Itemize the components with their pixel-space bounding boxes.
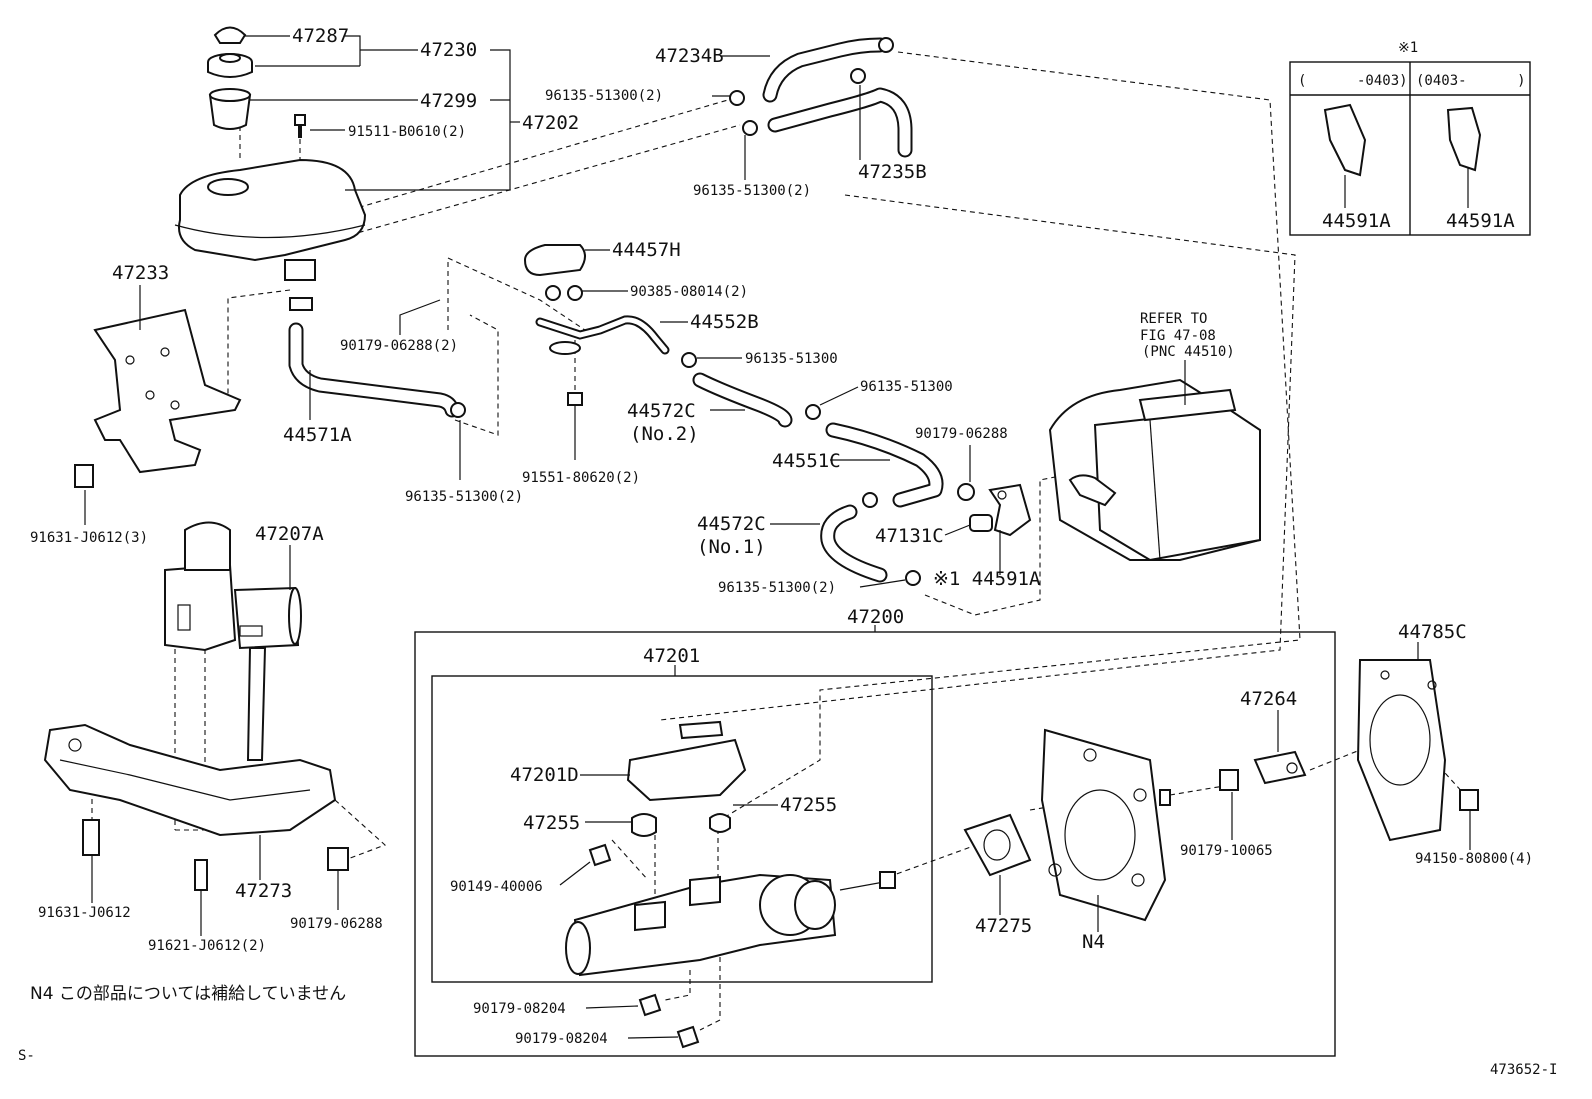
label-47201d: 47201D — [510, 764, 579, 786]
inset-part-right: 44591A — [1446, 210, 1515, 232]
hoses — [288, 37, 944, 583]
label-47234b: 47234B — [655, 45, 724, 67]
label-91551: 91551-80620(2) — [522, 470, 640, 486]
label-47201: 47201 — [643, 645, 700, 667]
label-44571a: 44571A — [283, 424, 352, 446]
reservoir-assembly — [174, 26, 367, 311]
label-96135-top: 96135-51300(2) — [545, 88, 663, 104]
gasket-44785c — [1356, 659, 1447, 842]
refer-note: REFER TO FIG 47-08 (PNC 44510) — [1140, 311, 1235, 360]
label-96135-low: 96135-51300(2) — [718, 580, 836, 596]
label-91631: 91631-J0612 — [38, 905, 131, 921]
label-47287: 47287 — [292, 25, 349, 47]
bracket-47233 — [74, 308, 242, 488]
supply-note: N4 この部品については補給していません — [30, 984, 346, 1004]
actuator-47207a — [164, 521, 302, 761]
variant-inset-table — [1289, 61, 1531, 236]
label-96135-mid: 96135-51300(2) — [405, 489, 523, 505]
label-44572c-no2: 44572C — [627, 400, 696, 422]
label-44552b: 44552B — [690, 311, 759, 333]
label-96135-a: 96135-51300 — [745, 351, 838, 367]
label-91631-3: 91631-J0612(3) — [30, 530, 148, 546]
label-94150: 94150-80800(4) — [1415, 851, 1533, 867]
leader-lines — [84, 35, 1471, 1039]
label-47275: 47275 — [975, 915, 1032, 937]
label-96135-top2: 96135-51300(2) — [693, 183, 811, 199]
gasket-47275 — [963, 813, 1032, 877]
label-47235b: 47235B — [858, 161, 927, 183]
corner-code-left: S- — [18, 1048, 35, 1064]
label-90385: 90385-08014(2) — [630, 284, 748, 300]
inset-col-left: ( -0403) — [1298, 73, 1408, 89]
refer-note-line1: REFER TO — [1140, 311, 1207, 327]
master-cylinder — [565, 720, 896, 1049]
label-91621: 91621-J0612(2) — [148, 938, 266, 954]
label-n4: N4 — [1082, 931, 1105, 953]
label-47233: 47233 — [112, 262, 169, 284]
small-parts — [1219, 750, 1479, 811]
label-47202: 47202 — [522, 112, 579, 134]
label-90179-06288-c: 90179-06288 — [290, 916, 383, 932]
label-47264: 47264 — [1240, 688, 1297, 710]
pipe-44552b — [523, 244, 670, 406]
label-47131c: 47131C — [875, 525, 944, 547]
label-90179-08204-a: 90179-08204 — [473, 1001, 566, 1017]
label-47255-b: 47255 — [780, 794, 837, 816]
bracket-44591a — [988, 483, 1032, 537]
label-90179-06288-b: 90179-06288 — [915, 426, 1008, 442]
label-91511: 91511-B0610(2) — [348, 124, 466, 140]
label-47230: 47230 — [420, 39, 477, 61]
label-96135-b: 96135-51300 — [860, 379, 953, 395]
refer-note-line2: FIG 47-08 — [1140, 328, 1216, 344]
label-90179-08204-b: 90179-08204 — [515, 1031, 608, 1047]
label-47299: 47299 — [420, 90, 477, 112]
inset-part-left: 44591A — [1322, 210, 1391, 232]
refer-note-line3: (PNC 44510) — [1142, 344, 1235, 360]
label-44572c-no1-sub: (No.1) — [697, 536, 766, 558]
plate-n4 — [1040, 728, 1171, 922]
label-44785c: 44785C — [1398, 621, 1467, 643]
label-44572c-no1: 44572C — [697, 513, 766, 535]
part-number-labels: 47287 47230 47299 47202 91511-B0610(2) 4… — [30, 25, 1533, 1047]
clamps — [450, 37, 993, 586]
label-47200: 47200 — [847, 606, 904, 628]
label-47207a: 47207A — [255, 523, 324, 545]
label-44551c: 44551C — [772, 450, 841, 472]
inset-texts: ※1 ( -0403) (0403- ) 44591A 44591A — [1298, 40, 1526, 232]
label-90179-06288-a: 90179-06288(2) — [340, 338, 458, 354]
abs-actuator — [1048, 378, 1261, 562]
inset-col-right: (0403- ) — [1416, 73, 1526, 89]
label-90149: 90149-40006 — [450, 879, 543, 895]
figure-code: 473652-I — [1490, 1062, 1557, 1078]
label-47255-a: 47255 — [523, 812, 580, 834]
label-44591a: ※1 44591A — [933, 568, 1041, 590]
bracket-47273 — [43, 723, 349, 891]
inset-marker: ※1 — [1398, 40, 1418, 56]
label-47273: 47273 — [235, 880, 292, 902]
label-44572c-no2-sub: (No.2) — [630, 423, 699, 445]
label-90179-10065: 90179-10065 — [1180, 843, 1273, 859]
label-44457h: 44457H — [612, 239, 681, 261]
